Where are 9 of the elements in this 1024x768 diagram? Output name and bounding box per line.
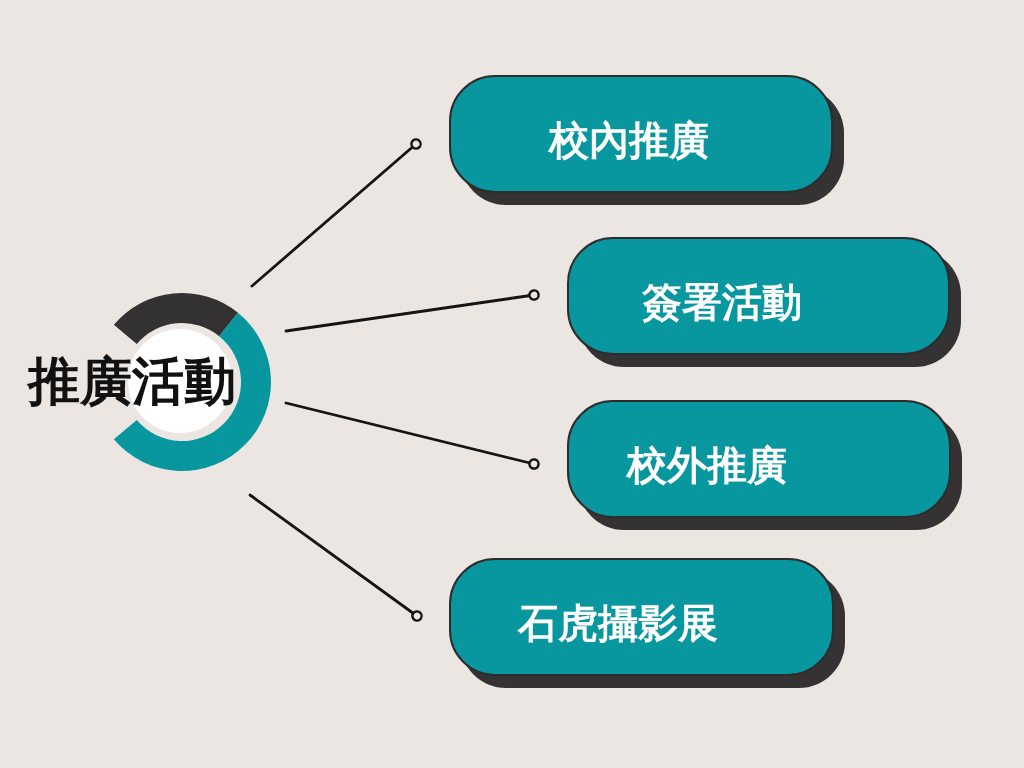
box-label: 校內推廣: [549, 120, 709, 160]
connector-line: [284, 289, 540, 333]
connector-line: [248, 493, 423, 622]
hub-label: 推廣活動: [28, 355, 236, 407]
box-label: 石虎攝影展: [518, 603, 718, 643]
box-label: 校外推廣: [627, 445, 787, 485]
connector-line: [250, 138, 422, 288]
box-label: 簽署活動: [642, 282, 802, 322]
connector-line: [284, 401, 540, 470]
